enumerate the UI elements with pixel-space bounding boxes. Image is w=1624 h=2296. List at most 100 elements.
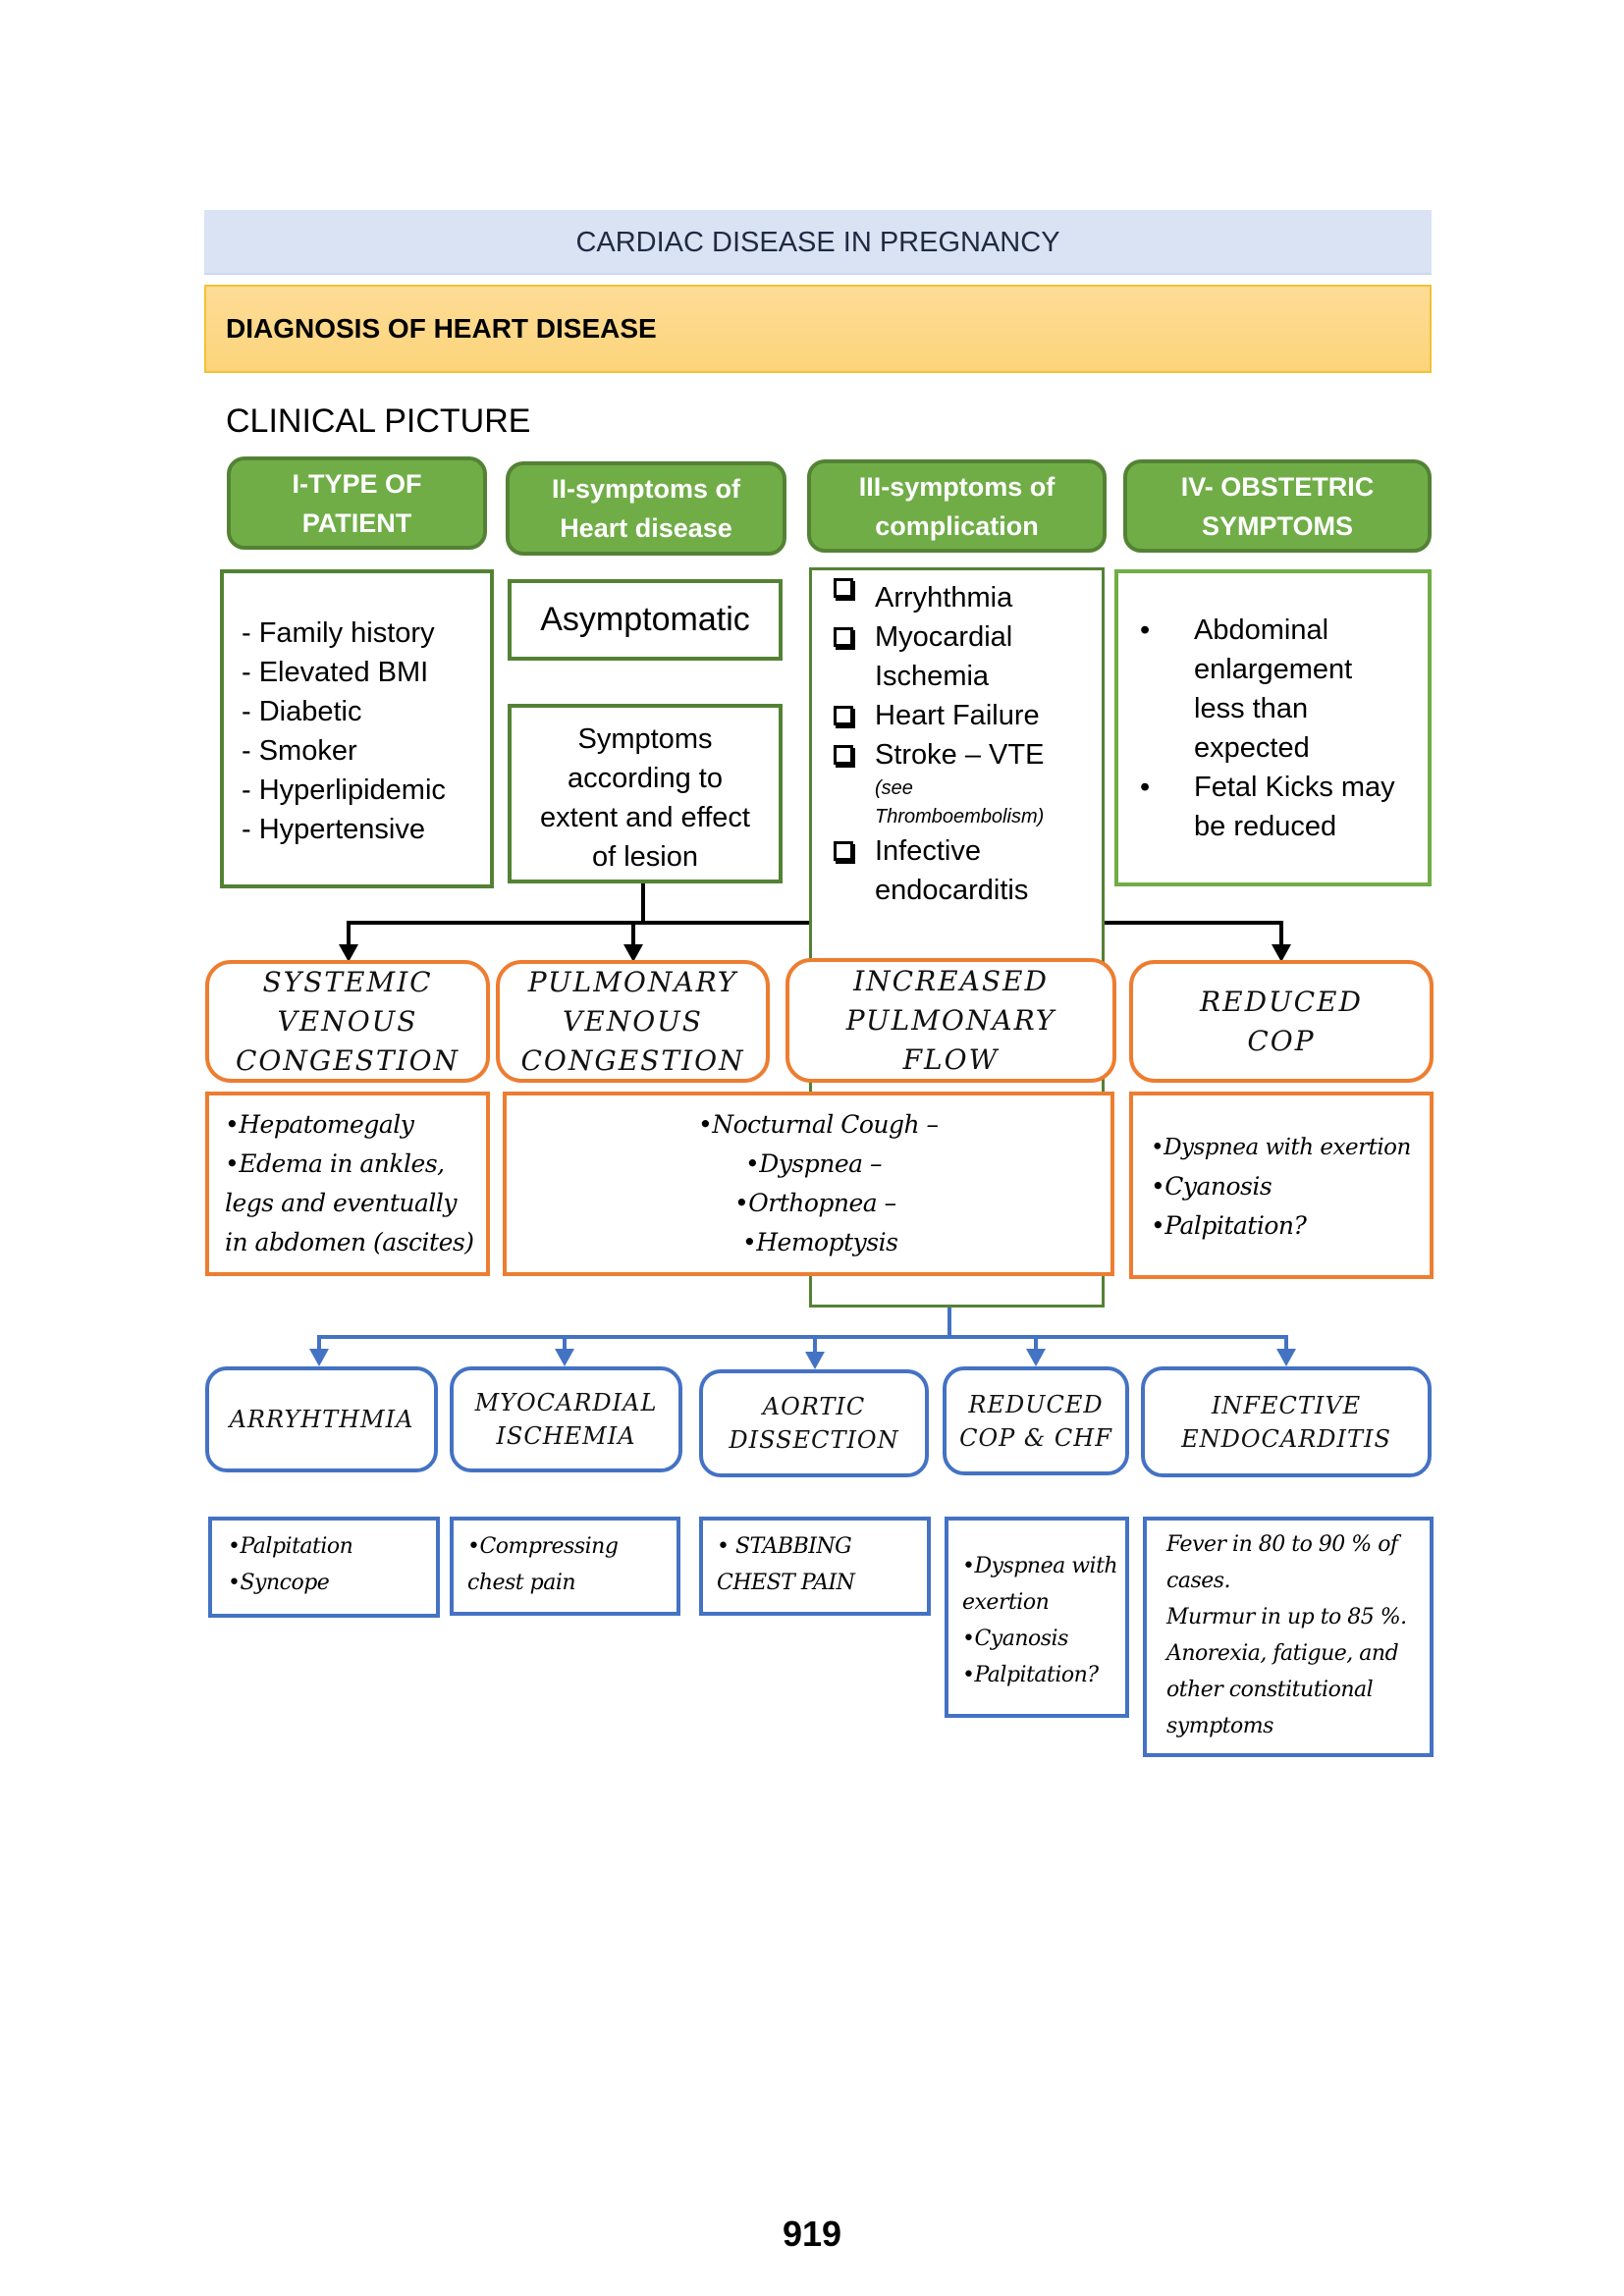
checkbox-icon (834, 841, 853, 861)
arrow-down-icon (339, 923, 358, 962)
detail-item: Fever in 80 to 90 % of cases. (1166, 1532, 1398, 1593)
complication-myocardial-ischemia: MYOCARDIAL ISCHEMIA (450, 1366, 682, 1472)
detail-item: Anorexia, fatigue, and other constitutio… (1166, 1641, 1399, 1738)
title-line: COP (1247, 1024, 1316, 1057)
item-label: Heart Failure (875, 700, 1040, 731)
bullet-icon: • (1140, 772, 1151, 803)
effect-reduced-cop: REDUCED COP (1129, 960, 1434, 1083)
list-item: Stroke – VTE (see Thromboembolism) (834, 735, 1102, 831)
page-title: CARDIAC DISEASE IN PREGNANCY (575, 226, 1060, 258)
detail-item: •Dyspnea with exertion (1151, 1135, 1411, 1160)
symptoms-box: Symptoms according to extent and effect … (508, 704, 783, 883)
heading-heart-disease: II-symptoms of Heart disease (506, 461, 786, 556)
detail-item: •Compressing chest pain (467, 1534, 619, 1595)
detail-item: •Edema in ankles, legs and eventually in… (225, 1149, 474, 1256)
detail-item: •Cyanosis (962, 1627, 1068, 1651)
arrow-down-icon (623, 923, 643, 962)
detail-item: •Cyanosis (1151, 1172, 1272, 1201)
list-item: - Hyperlipidemic (242, 774, 446, 806)
title-line: REDUCED (968, 1390, 1104, 1418)
title-line: PULMONARY (845, 1003, 1056, 1037)
checkbox-icon (834, 627, 853, 647)
item-label: Myocardial Ischemia (875, 621, 1013, 692)
title-line: COP & CHF (959, 1423, 1112, 1452)
asymptomatic-box: Asymptomatic (508, 579, 783, 661)
arrow-down-icon (1276, 1337, 1296, 1366)
heading-line: Heart disease (560, 513, 732, 543)
item-label: Fetal Kicks may be reduced (1194, 772, 1395, 842)
effect-pulmonary-venous-congestion: PULMONARY VENOUS CONGESTION (496, 960, 770, 1083)
item-label: Infective endocarditis (875, 835, 1029, 906)
reduced-cop-details-box: •Dyspnea with exertion •Cyanosis •Palpit… (1129, 1092, 1434, 1279)
title-line: MYOCARDIAL (474, 1389, 658, 1416)
item-label: Abdominal enlargement less than expected (1194, 614, 1353, 764)
heading-line: II-symptoms of (551, 474, 741, 504)
effect-increased-pulmonary-flow: INCREASED PULMONARY FLOW (785, 958, 1116, 1083)
list-item: Myocardial Ischemia (834, 617, 1102, 696)
list-item: - Elevated BMI (242, 657, 429, 688)
title-line: DISSECTION (729, 1426, 899, 1454)
title-line: FLOW (902, 1042, 1000, 1076)
list-item: - Diabetic (242, 696, 362, 727)
infective-endocarditis-details-box: Fever in 80 to 90 % of cases. Murmur in … (1143, 1517, 1434, 1757)
symptoms-line: extent and effect (540, 802, 750, 833)
complication-arryhthmia: ARRYHTHMIA (205, 1366, 438, 1472)
arrow-down-icon (1026, 1337, 1046, 1366)
arrow-down-icon (555, 1337, 574, 1366)
systemic-details-box: •Hepatomegaly •Edema in ankles, legs and… (205, 1092, 490, 1276)
title-line: CONGESTION (235, 1043, 460, 1077)
subsection-heading: CLINICAL PICTURE (226, 402, 531, 440)
list-item: • Abdominal enlargement less than expecte… (1140, 611, 1408, 768)
detail-item: •Orthopnea – (734, 1189, 896, 1217)
complication-infective-endocarditis: INFECTIVE ENDOCARDITIS (1141, 1366, 1432, 1477)
list-item: - Hypertensive (242, 814, 425, 845)
list-item: - Smoker (242, 735, 357, 767)
detail-item: •Palpitation? (962, 1663, 1099, 1687)
title-line: REDUCED (1200, 985, 1363, 1018)
bullet-icon: • (1140, 614, 1151, 646)
item-label: Stroke – VTE (875, 739, 1045, 771)
title-line: INCREASED (853, 964, 1049, 997)
list-item: - Family history (242, 617, 435, 649)
title-line: INFECTIVE (1211, 1391, 1362, 1419)
arryhthmia-details-box: •Palpitation •Syncope (208, 1517, 440, 1618)
detail-item: •Dyspnea with exertion (962, 1554, 1118, 1615)
symptoms-line: according to (568, 763, 723, 794)
title-line: CONGESTION (520, 1043, 745, 1077)
detail-item: •Dyspnea – (745, 1149, 883, 1178)
type-of-patient-box: - Family history - Elevated BMI - Diabet… (220, 569, 494, 888)
title-line: ENDOCARDITIS (1181, 1424, 1391, 1453)
list-item: Heart Failure (834, 696, 1102, 735)
title-banner (204, 210, 1432, 275)
detail-item: • STABBING CHEST PAIN (717, 1534, 855, 1595)
heading-line: IV- OBSTETRIC (1180, 471, 1375, 502)
heading-line: III-symptoms of (858, 471, 1056, 502)
arrow-down-icon (805, 1337, 825, 1369)
arrow-down-icon (1272, 923, 1291, 962)
item-label: Arryhthmia (875, 582, 1013, 614)
title-line: VENOUS (563, 1004, 703, 1038)
complication-reduced-cop-chf: REDUCED COP & CHF (943, 1366, 1129, 1475)
obstetric-box: • Abdominal enlargement less than expecte… (1114, 569, 1432, 886)
page-number: 919 (782, 2214, 842, 2254)
blue-arrows (309, 1337, 1296, 1369)
detail-item: •Nocturnal Cough – (698, 1110, 939, 1139)
arrow-down-icon (309, 1337, 329, 1366)
myocardial-ischemia-details-box: •Compressing chest pain (450, 1517, 680, 1616)
symptoms-line: Symptoms (577, 723, 713, 755)
aortic-dissection-details-box: • STABBING CHEST PAIN (699, 1517, 931, 1616)
title-line: VENOUS (277, 1004, 418, 1038)
list-item: Infective endocarditis (834, 831, 1102, 910)
blue-connector (317, 1308, 1288, 1339)
reduced-cop-chf-details-box: •Dyspnea with exertion •Cyanosis •Palpit… (945, 1517, 1129, 1718)
title-line: PULMONARY (527, 965, 738, 998)
list-item: Arryhthmia (834, 578, 1102, 617)
complication-list: Arryhthmia Myocardial Ischemia Heart Fai… (834, 578, 1102, 910)
title-line: ISCHEMIA (496, 1422, 636, 1450)
detail-item: •Palpitation? (1151, 1211, 1307, 1240)
detail-item: •Palpitation (228, 1534, 353, 1559)
